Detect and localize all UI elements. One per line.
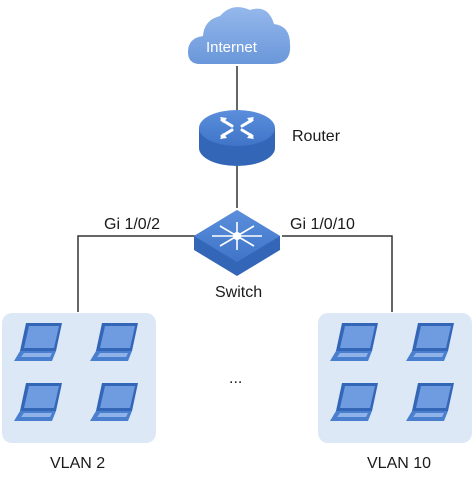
- switch-label: Switch: [215, 284, 263, 301]
- ellipsis: ...: [229, 370, 243, 387]
- vlan-group-2: [2, 313, 156, 443]
- laptop-icon: [330, 323, 378, 361]
- router-icon: [199, 110, 275, 166]
- laptop-icon: [90, 323, 138, 361]
- laptop-icon: [330, 383, 378, 421]
- laptop-icon: [14, 323, 62, 361]
- switch-icon: [194, 210, 280, 276]
- vlan-2-label: VLAN 2: [50, 455, 106, 472]
- cloud-icon: [188, 7, 291, 65]
- laptop-icon: [90, 383, 138, 421]
- laptop-icon: [406, 323, 454, 361]
- laptop-icon: [14, 383, 62, 421]
- laptop-icon: [406, 383, 454, 421]
- vlan-group-10: [318, 313, 472, 443]
- link-switch-vlan10: [282, 235, 393, 312]
- port-right-label: Gi 1/0/10: [290, 216, 355, 233]
- link-switch-vlan2: [77, 235, 200, 312]
- port-left-label: Gi 1/0/2: [104, 216, 161, 233]
- vlan-10-label: VLAN 10: [367, 455, 432, 472]
- internet-label: Internet: [206, 39, 257, 56]
- router-label: Router: [292, 128, 341, 145]
